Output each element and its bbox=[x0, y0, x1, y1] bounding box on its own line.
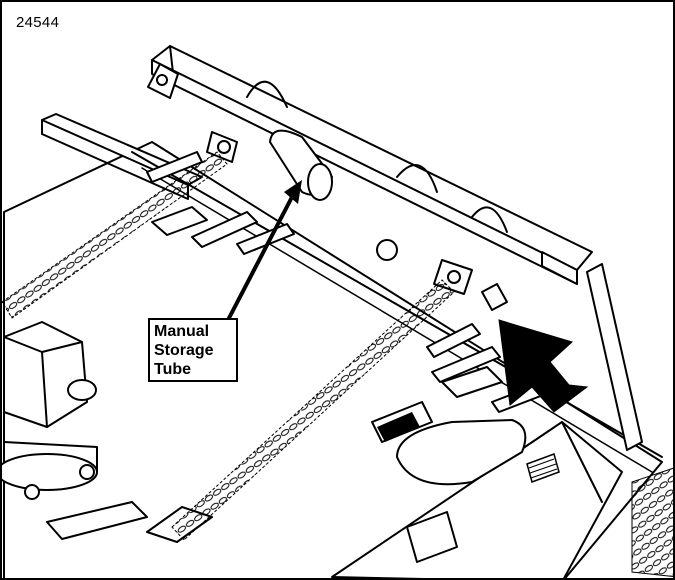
callout-line-2: Storage bbox=[154, 342, 214, 359]
callout-leader bbox=[226, 196, 294, 321]
right-post bbox=[586, 263, 643, 451]
warning-decal-icon bbox=[377, 412, 420, 442]
a-frame-tube bbox=[151, 45, 593, 271]
flag-decal-icon bbox=[526, 453, 560, 483]
side-chain bbox=[631, 467, 673, 578]
manual-storage-tube-callout: Manual Storage Tube bbox=[148, 318, 238, 382]
deck-decal-1 bbox=[151, 206, 208, 236]
gearbox bbox=[3, 321, 88, 428]
deck-rail bbox=[131, 151, 663, 458]
oval-label bbox=[396, 419, 527, 486]
gearbox-decal bbox=[46, 501, 148, 540]
figure-number: 24544 bbox=[16, 14, 60, 31]
deck-decal-2 bbox=[441, 366, 503, 398]
right-chain bbox=[171, 279, 455, 541]
callout-line-1: Manual bbox=[154, 323, 210, 340]
callout-line-3: Tube bbox=[154, 361, 192, 378]
left-chain bbox=[2, 151, 228, 319]
arrow-icon bbox=[498, 319, 589, 413]
